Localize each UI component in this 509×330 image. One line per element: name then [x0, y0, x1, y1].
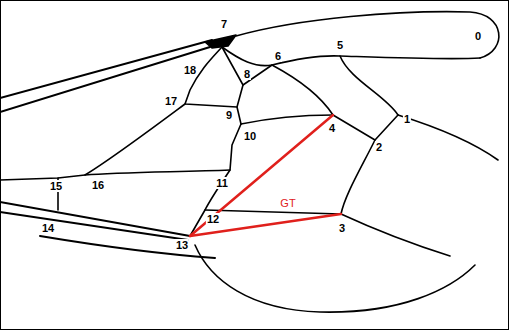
vein: [241, 115, 333, 124]
vein: [333, 115, 398, 140]
callout-number: 11: [215, 177, 229, 189]
callout-number: 7: [220, 18, 228, 30]
callout-number: 8: [243, 68, 251, 80]
callout-number: 16: [91, 179, 105, 191]
vein: [222, 47, 272, 85]
callout-number: 18: [183, 64, 197, 76]
callout-number: 10: [243, 130, 257, 142]
vein: [341, 214, 450, 256]
vein: [0, 170, 230, 180]
callout-number: 6: [274, 50, 282, 62]
triangle-side: [190, 214, 341, 236]
callout-number: 4: [328, 122, 336, 134]
subcostal-vein: [0, 47, 210, 112]
callout-number: 17: [164, 95, 178, 107]
callout-number: 13: [175, 239, 189, 251]
angle-label: GT: [279, 197, 296, 209]
vein: [340, 56, 398, 115]
callout-number: 14: [41, 222, 55, 234]
callout-number: 3: [338, 222, 346, 234]
hind-wing-edge: [40, 236, 215, 258]
hind-wing-lobe: [195, 245, 475, 312]
callout-number: 2: [375, 141, 383, 153]
vein: [341, 140, 375, 214]
callout-number: 0: [474, 30, 482, 42]
callout-number: 12: [206, 213, 220, 225]
vein: [85, 104, 185, 175]
vein: [272, 65, 333, 115]
vein: [237, 85, 243, 124]
marginal-vein: [222, 47, 480, 66]
callout-number: 9: [225, 109, 233, 121]
anal-vein: [0, 212, 188, 240]
stigma: [205, 35, 236, 48]
vein: [185, 47, 237, 107]
anal-vein: [0, 202, 190, 236]
vein: [398, 115, 498, 160]
callout-number: 1: [403, 113, 411, 125]
vein: [205, 210, 341, 214]
costal-vein: [0, 40, 212, 98]
vein: [190, 124, 241, 236]
callout-number: 5: [336, 39, 344, 51]
callout-number: 15: [49, 180, 63, 192]
